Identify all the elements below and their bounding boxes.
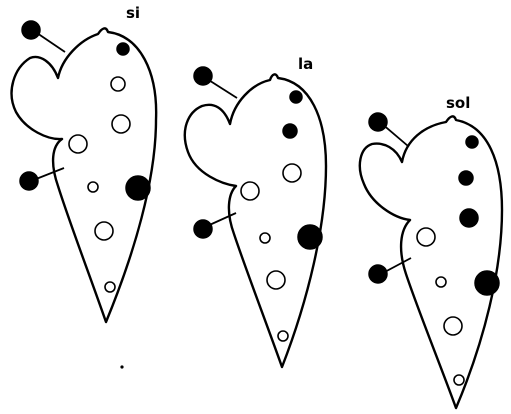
hole-1: [466, 136, 478, 148]
hole-3: [460, 209, 478, 227]
note-label-si: si: [126, 6, 140, 21]
hole-4: [69, 135, 87, 153]
hole-2: [283, 124, 297, 138]
ocarina-body: [360, 116, 502, 408]
thumb-hole-lower: [194, 220, 212, 238]
hole-5: [436, 277, 446, 287]
hole-7: [444, 317, 462, 335]
hole-8: [105, 282, 115, 292]
hole-3: [112, 115, 130, 133]
hole-7: [95, 222, 113, 240]
hole-2: [459, 171, 473, 185]
hole-6: [298, 225, 322, 249]
note-label-la: la: [298, 57, 313, 72]
hole-2: [111, 77, 125, 91]
hole-1: [290, 91, 302, 103]
hole-1: [117, 43, 129, 55]
ocarina-si: [12, 21, 157, 322]
stray-dot: [120, 365, 123, 368]
hole-6: [126, 176, 150, 200]
thumb-hole-lower: [369, 265, 387, 283]
hole-4: [241, 182, 259, 200]
ocarina-sol: [360, 113, 502, 408]
hole-8: [278, 331, 288, 341]
hole-5: [88, 182, 98, 192]
hole-4: [417, 228, 435, 246]
hole-3: [283, 164, 301, 182]
ocarina-la: [185, 67, 326, 367]
thumb-hole-upper: [369, 113, 387, 131]
hole-8: [454, 375, 464, 385]
thumb-hole-upper: [22, 21, 40, 39]
hole-5: [260, 233, 270, 243]
thumb-hole-lower: [20, 172, 38, 190]
hole-7: [267, 271, 285, 289]
thumb-hole-upper: [194, 67, 212, 85]
hole-6: [475, 271, 499, 295]
note-label-sol: sol: [446, 96, 470, 111]
